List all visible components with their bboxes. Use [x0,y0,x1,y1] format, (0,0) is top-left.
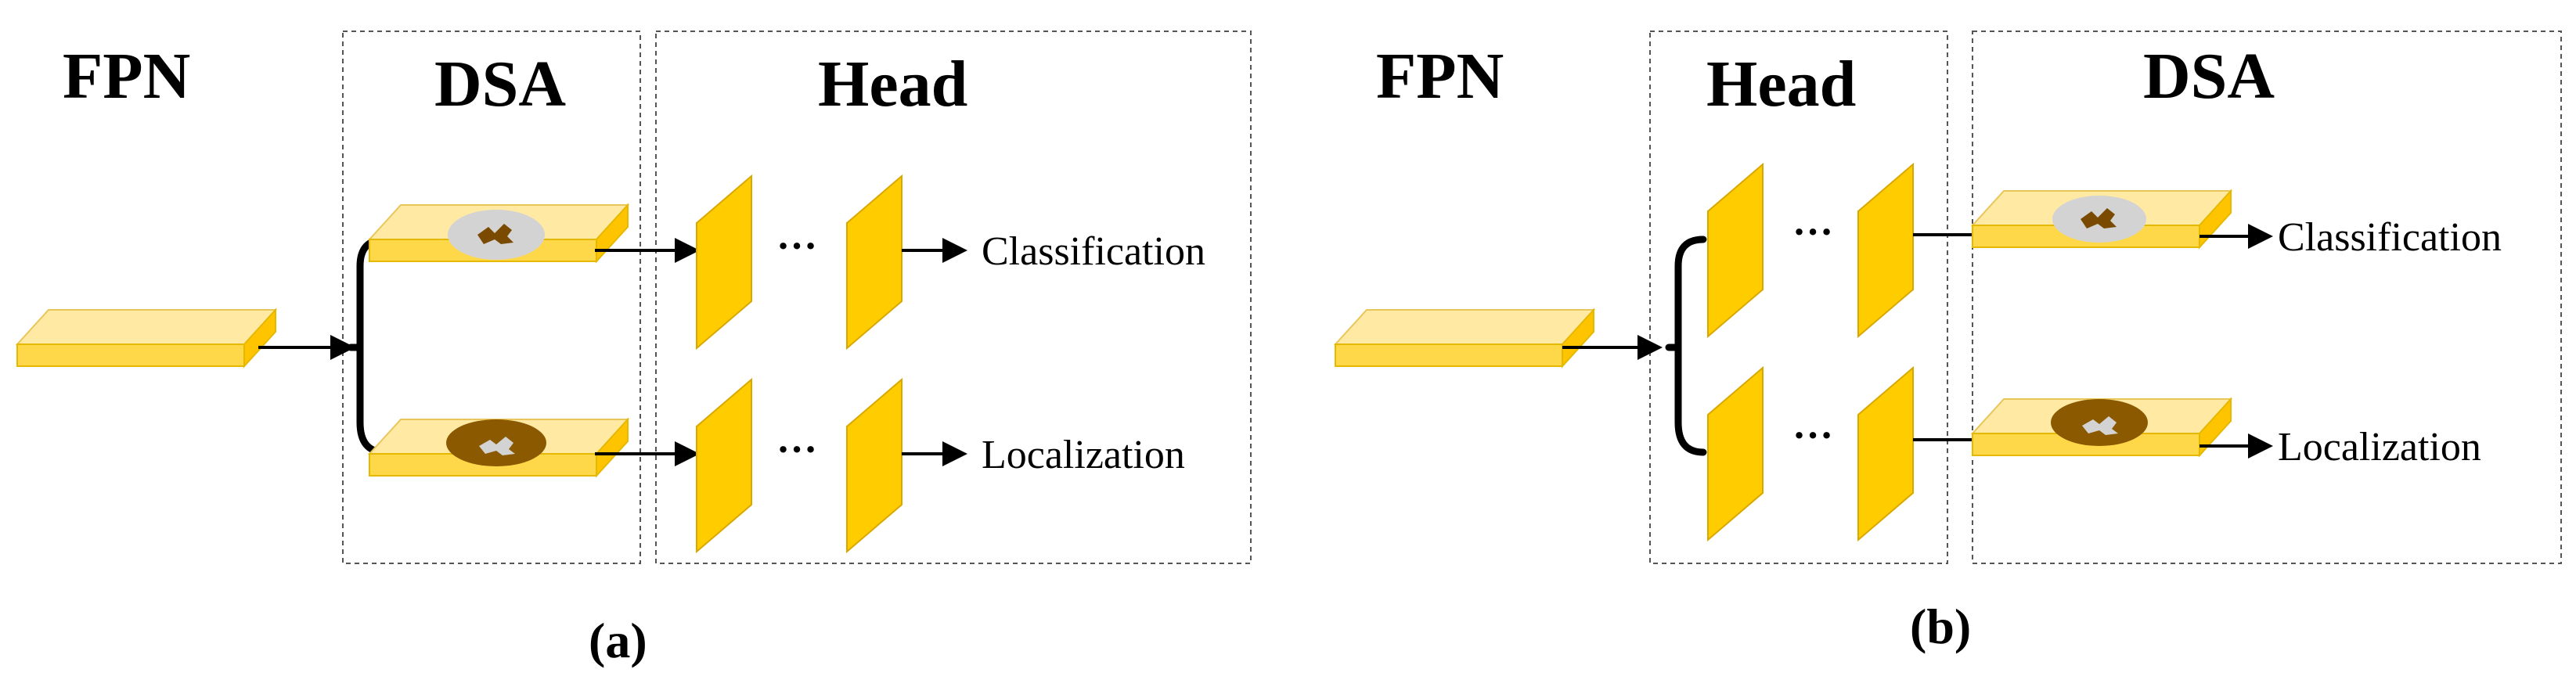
panel-a-split-bracket [356,236,389,456]
panel-b: FPN Head DSA … … [1335,31,2562,654]
panel-b-head-layer-bottom-first [1707,367,1764,541]
panel-a-dsa-classification-map [369,204,629,262]
panel-a-classification-label: Classification [982,229,1205,274]
dark-attention-mask [2051,399,2148,446]
panel-a-head-layer-bottom-first [696,379,752,552]
panel-a-head-layer-bottom-last [846,379,903,552]
panel-a-head-title: Head [818,48,967,120]
panel-a-ellipsis-bottom: … [776,417,817,462]
panel-b-dsa-classification-map [1972,190,2232,248]
panel-b-head-title: Head [1706,48,1856,120]
panel-a-dsa-box [342,31,641,564]
panel-b-head-box [1649,31,1948,564]
panel-b-caption: (b) [1910,599,1971,654]
panel-b-fpn-title: FPN [1376,40,1504,113]
panel-a-head-layer-top-last [846,175,903,349]
panel-a-localization-label: Localization [982,433,1185,477]
panel-b-dsa-localization-map [1972,398,2232,456]
panel-b-ellipsis-bottom: … [1792,403,1833,448]
panel-a-ellipsis-top: … [776,214,817,258]
panel-b-head-layer-bottom-last [1857,367,1914,541]
panel-b-dsa-title: DSA [2143,40,2275,113]
light-object-mask [479,437,515,455]
panel-b-localization-label: Localization [2278,425,2481,469]
panel-a-dsa-title: DSA [434,48,566,120]
panel-b-fpn-feature-map [1335,309,1594,367]
panel-b-ellipsis-top: … [1792,200,1833,244]
panel-b-split-bracket [1674,236,1707,456]
panel-b-head-layer-top-first [1707,164,1764,337]
panel-b-dsa-box [1972,31,2562,564]
brown-object-mask [2081,208,2117,228]
panel-a-dsa-localization-map [369,419,629,477]
panel-a-head-layer-top-first [696,175,752,349]
panel-a-caption: (a) [589,613,647,668]
panel-b-head-layer-top-last [1857,164,1914,337]
panel-a-fpn-title: FPN [63,40,190,113]
dark-attention-mask [446,419,546,466]
brown-object-mask [477,224,513,244]
panel-b-classification-label: Classification [2278,215,2502,260]
panel-a: FPN DSA Head … Classific [16,31,1252,668]
panel-a-fpn-feature-map [16,309,276,367]
light-object-mask [2082,416,2118,435]
panel-a-head-box [655,31,1252,564]
